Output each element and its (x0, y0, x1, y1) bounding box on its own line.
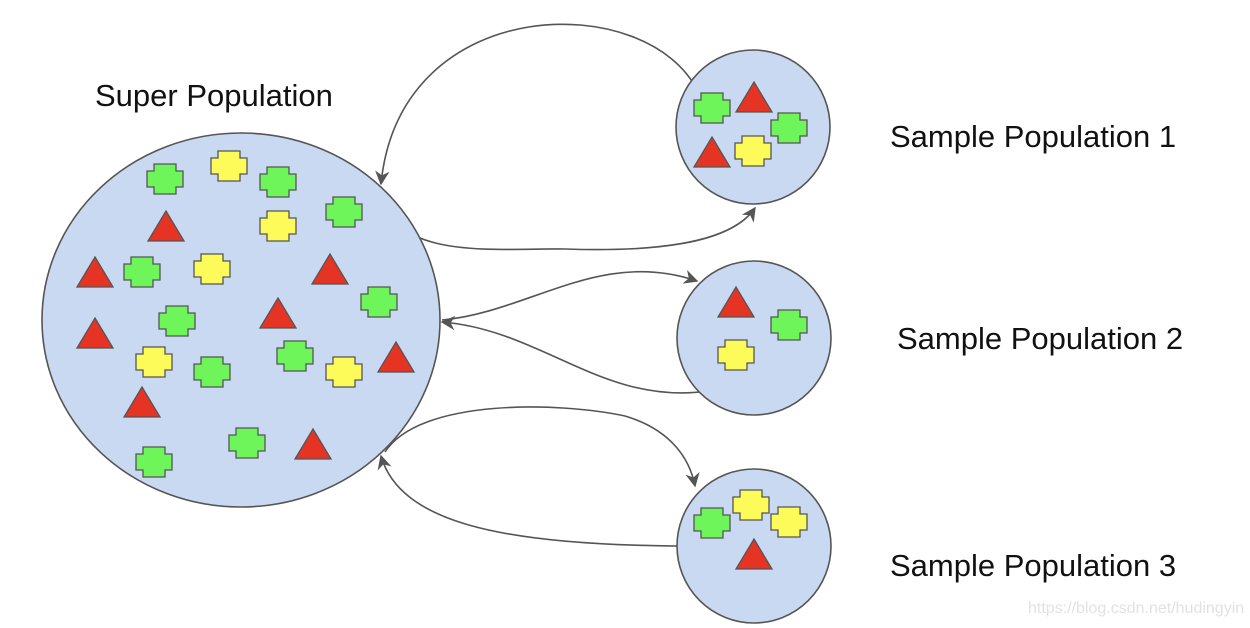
yellow-cross-icon (135, 346, 173, 378)
yellow-cross-icon (732, 489, 770, 521)
green-cross-icon (259, 166, 297, 198)
sample-population-2-label: Sample Population 2 (897, 321, 1184, 356)
green-cross-icon (360, 286, 398, 318)
green-cross-icon (228, 427, 266, 459)
red-triangle-icon (692, 135, 732, 168)
yellow-cross-icon (717, 339, 755, 371)
red-triangle-icon (75, 316, 115, 349)
red-triangle-icon (716, 285, 756, 318)
green-cross-icon (135, 446, 173, 478)
green-cross-icon (123, 256, 161, 288)
green-cross-icon (193, 356, 231, 388)
green-cross-icon (693, 92, 731, 124)
arrow-super-to-sample1 (381, 189, 756, 251)
green-cross-icon (770, 309, 808, 341)
yellow-cross-icon (325, 356, 363, 388)
green-cross-icon (693, 507, 731, 539)
green-cross-icon (325, 196, 363, 228)
green-cross-icon (146, 163, 184, 195)
red-triangle-icon (146, 209, 186, 242)
super-population-label: Super Population (95, 78, 333, 113)
red-triangle-icon (258, 296, 298, 329)
green-cross-icon (158, 305, 196, 337)
yellow-cross-icon (734, 135, 772, 167)
arrow-super-to-sample3 (384, 406, 700, 488)
red-triangle-icon (122, 385, 162, 418)
yellow-cross-icon (193, 253, 231, 285)
red-triangle-icon (734, 80, 774, 113)
red-triangle-icon (734, 537, 774, 570)
sample-population-1-label: Sample Population 1 (890, 119, 1177, 154)
arrow-super-to-sample2 (441, 270, 699, 321)
red-triangle-icon (310, 252, 350, 285)
red-triangle-icon (376, 340, 416, 373)
yellow-cross-icon (210, 150, 248, 182)
green-cross-icon (276, 340, 314, 372)
green-cross-icon (770, 112, 808, 144)
red-triangle-icon (293, 427, 333, 460)
arrow-sample3-to-super (377, 454, 681, 547)
red-triangle-icon (75, 255, 115, 288)
yellow-cross-icon (259, 210, 297, 242)
arrow-sample1-to-super (375, 23, 699, 186)
yellow-cross-icon (770, 506, 808, 538)
sample-population-3-label: Sample Population 3 (890, 548, 1177, 583)
arrow-sample2-to-super (440, 315, 701, 394)
watermark: https://blog.csdn.net/hudingyin (1028, 600, 1245, 617)
sample-population-2-circle (676, 260, 832, 416)
